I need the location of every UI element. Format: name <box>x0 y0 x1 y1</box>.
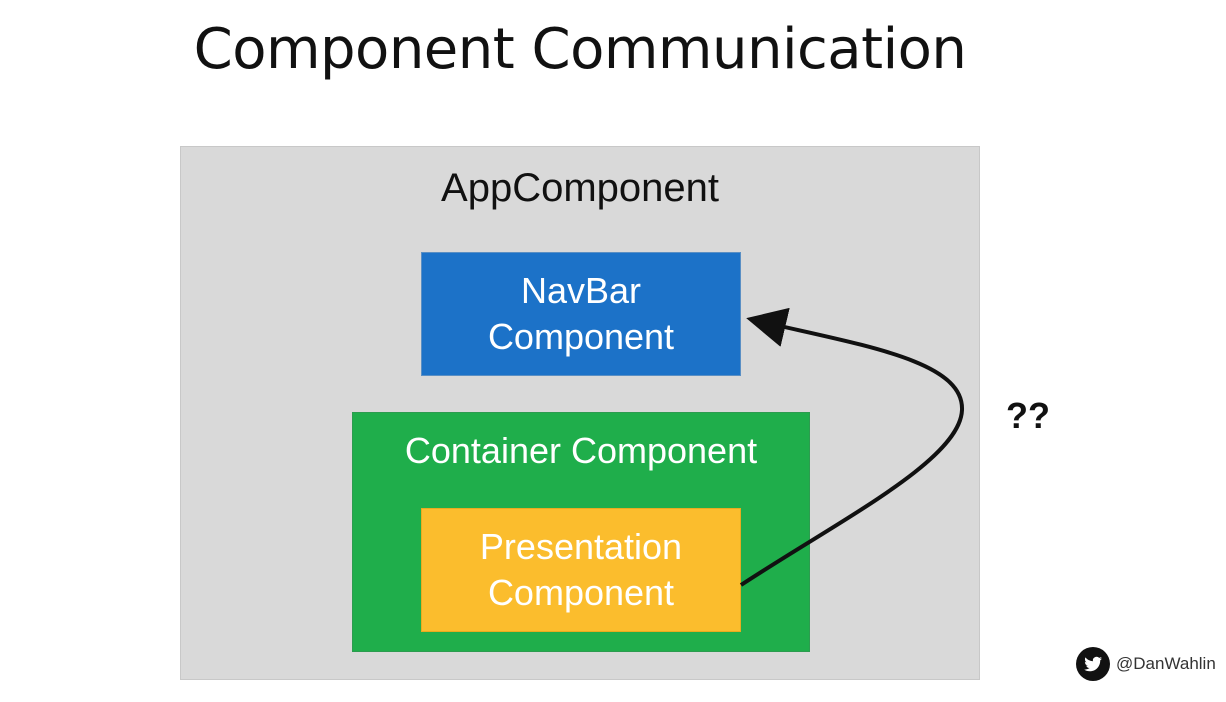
presentation-component-label: Presentation Component <box>422 524 740 616</box>
arrow-question-label: ?? <box>1006 395 1050 436</box>
app-component-label: AppComponent <box>441 166 719 210</box>
presentation-label-line2: Component <box>487 572 675 613</box>
slide-title: Component Communication <box>193 17 967 82</box>
navbar-label-line1: NavBar <box>520 270 642 311</box>
twitter-handle: @DanWahlin <box>1076 646 1216 682</box>
twitter-icon <box>1076 647 1110 681</box>
presentation-label-line1: Presentation <box>479 526 683 567</box>
container-component-label: Container Component <box>404 430 758 471</box>
twitter-handle-text: @DanWahlin <box>1116 654 1216 673</box>
presentation-component-box: Presentation Component <box>421 508 741 632</box>
navbar-label-line2: Component <box>487 316 675 357</box>
navbar-component-label: NavBar Component <box>422 268 740 360</box>
navbar-component-box: NavBar Component <box>421 252 741 376</box>
